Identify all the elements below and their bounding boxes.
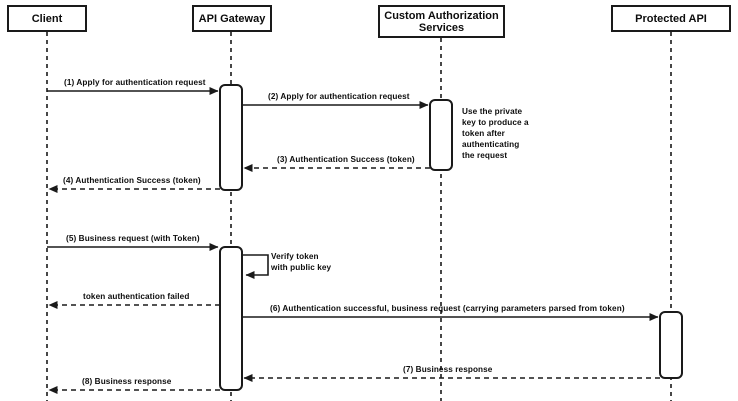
activation-protected-api-1 [659, 311, 683, 379]
message-label-8: (8) Business response [82, 377, 172, 386]
message-label-5: (5) Business request (with Token) [66, 234, 200, 243]
participant-label-client: Client [31, 12, 63, 25]
message-label-3: (3) Authentication Success (token) [277, 155, 415, 164]
note-private-key-line-1: Use the private [462, 107, 523, 116]
participant-header-client[interactable]: Client [7, 5, 87, 32]
participant-header-custom-authorization-services[interactable]: Custom Authorization Services [378, 5, 505, 38]
message-label-1: (1) Apply for authentication request [64, 78, 206, 87]
activation-api-gateway-2 [219, 246, 243, 391]
activation-bars [219, 84, 683, 391]
participant-label-custom-authorization-services: Custom Authorization Services [384, 9, 499, 34]
activation-api-gateway-1 [219, 84, 243, 191]
participant-header-api-gateway[interactable]: API Gateway [192, 5, 272, 32]
participant-header-protected-api[interactable]: Protected API [611, 5, 731, 32]
message-label-token-auth-failed: token authentication failed [83, 292, 190, 301]
activation-custom-authorization-services-1 [429, 99, 453, 171]
note-private-key-line-4: authenticating [462, 140, 520, 149]
note-private-key: Use the private key to produce a token a… [462, 106, 534, 161]
lifelines [46, 32, 672, 401]
participant-label-api-gateway: API Gateway [198, 12, 266, 25]
note-private-key-line-2: key to produce a [462, 118, 529, 127]
note-private-key-line-3: token after [462, 129, 505, 138]
message-label-2: (2) Apply for authentication request [268, 92, 410, 101]
message-arrows [47, 87, 660, 394]
note-private-key-line-5: the request [462, 151, 508, 160]
message-label-7: (7) Business response [403, 365, 493, 374]
message-label-6: (6) Authentication successful, business … [270, 304, 625, 313]
message-label-4: (4) Authentication Success (token) [63, 176, 201, 185]
note-verify-token: Verify token with public key [271, 251, 351, 273]
note-verify-token-line-2: with public key [271, 263, 332, 272]
note-verify-token-line-1: Verify token [271, 252, 319, 261]
message-arrow-self-verify-token [242, 254, 269, 279]
participant-label-protected-api: Protected API [635, 12, 707, 25]
